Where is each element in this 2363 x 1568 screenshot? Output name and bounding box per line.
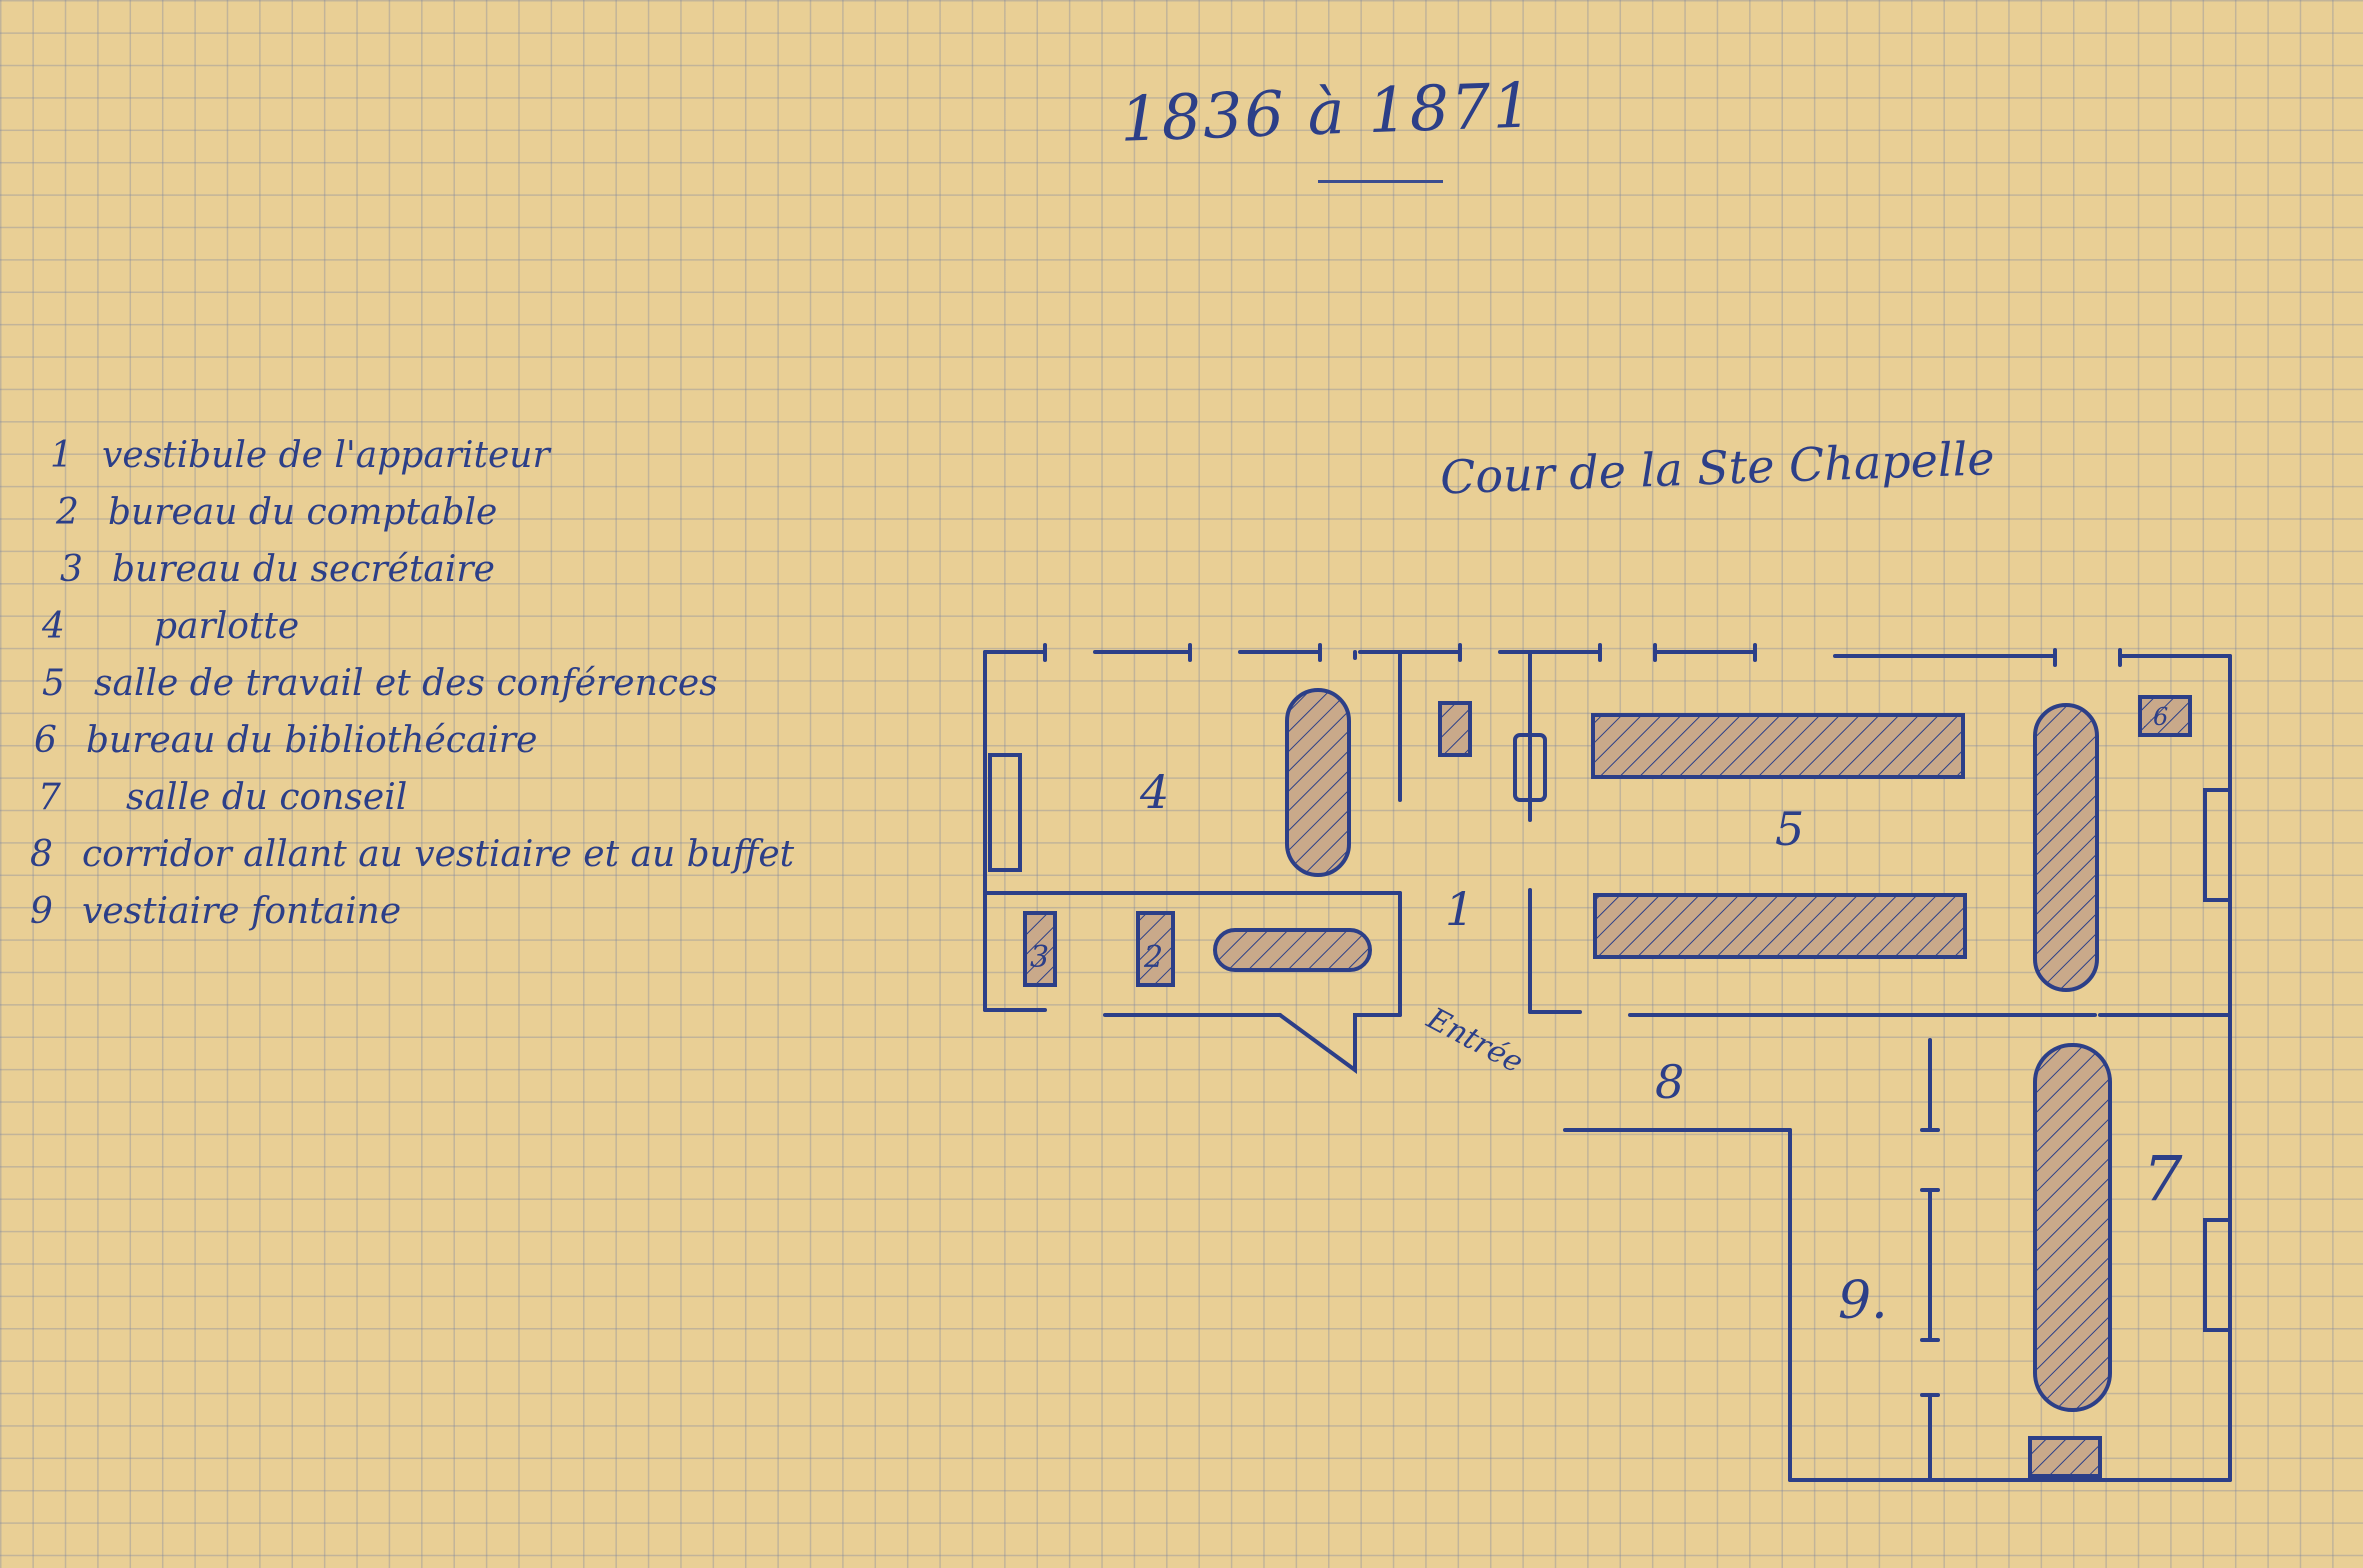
- room-number: 8: [1655, 1055, 1684, 1109]
- title-underline: [1318, 180, 1443, 183]
- walls: [983, 643, 2232, 1482]
- furniture: [1023, 688, 2192, 1478]
- legend-number: 4: [42, 606, 65, 647]
- legend-item: 3 bureau du secrétaire: [60, 544, 495, 596]
- room-number: 5: [1775, 802, 1804, 856]
- legend-item: 4 parlotte: [42, 601, 299, 653]
- room-number: 7: [2143, 1142, 2183, 1215]
- page-title: 1836 à 1871: [1118, 68, 1536, 156]
- room-number: 9.: [1838, 1271, 1888, 1331]
- legend-item: 7 salle du conseil: [38, 772, 407, 824]
- legend-number: 9: [30, 891, 53, 932]
- room-numbers: 4 1 5 8 9. 7 2 3 6: [1030, 703, 2183, 1331]
- room-number: 1: [1445, 882, 1474, 936]
- room-number: 3: [1030, 940, 1049, 975]
- legend-text: salle du conseil: [126, 777, 408, 818]
- legend-text: vestibule de l'appariteur: [102, 435, 550, 476]
- legend-text: bureau du secrétaire: [112, 549, 495, 590]
- legend-item: 6 bureau du bibliothécaire: [34, 715, 537, 767]
- room-number: 6: [2153, 703, 2168, 731]
- legend-number: 8: [30, 834, 53, 875]
- legend-number: 5: [42, 663, 65, 704]
- legend: 1 vestibule de l'appariteur 2 bureau du co…: [30, 430, 910, 990]
- room-number: 2: [1143, 940, 1163, 975]
- legend-number: 1: [50, 435, 73, 476]
- legend-item: 2 bureau du comptable: [56, 487, 497, 539]
- legend-text: vestiaire fontaine: [82, 891, 402, 932]
- legend-text: bureau du comptable: [108, 492, 498, 533]
- legend-text: corridor allant au vestiaire et au buffe…: [82, 834, 795, 875]
- legend-number: 3: [60, 549, 83, 590]
- legend-number: 6: [34, 720, 57, 761]
- legend-number: 7: [38, 777, 61, 818]
- legend-item: 9 vestiaire fontaine: [30, 886, 401, 938]
- legend-item: 8 corridor allant au vestiaire et au buff…: [30, 829, 794, 881]
- legend-number: 2: [56, 492, 79, 533]
- room-number: 4: [1139, 765, 1169, 819]
- entrance-label: Entrée: [1420, 1001, 1528, 1081]
- legend-item: 5 salle de travail et des conférences: [42, 658, 718, 710]
- legend-text: bureau du bibliothécaire: [86, 720, 538, 761]
- legend-text: salle de travail et des conférences: [94, 663, 718, 704]
- legend-text: parlotte: [154, 606, 300, 647]
- legend-item: 1 vestibule de l'appariteur: [50, 430, 550, 482]
- courtyard-label: Cour de la Ste Chapelle: [1439, 431, 1996, 505]
